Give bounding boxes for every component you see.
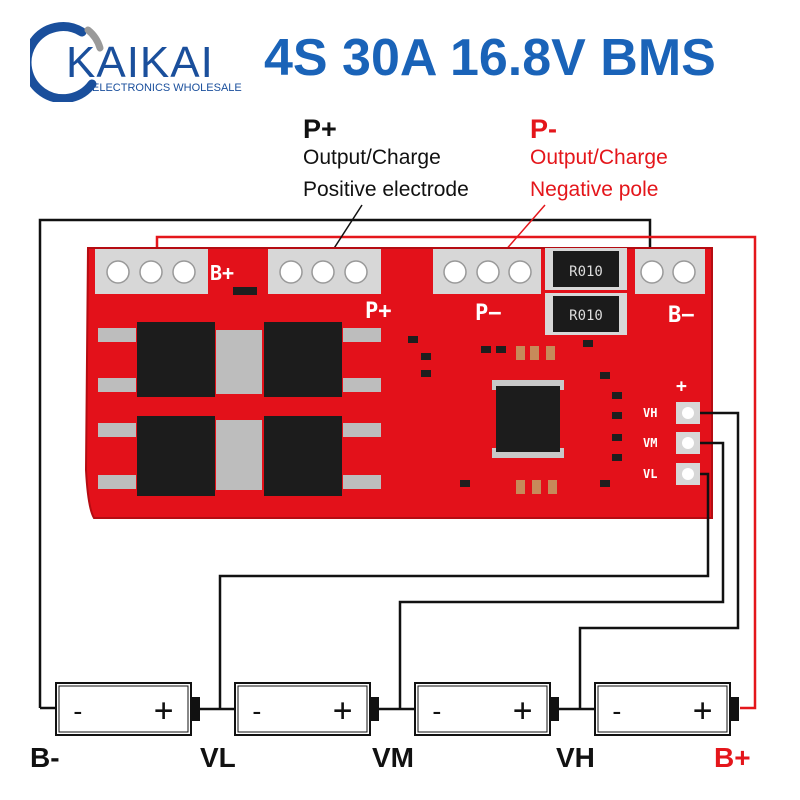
shunt-resistor-1: R010 (545, 248, 627, 290)
silk-pplus: P+ (365, 299, 392, 324)
wire-bminus (38, 218, 652, 708)
battery-plus-label: + (693, 691, 712, 729)
silk-vm: VM (643, 436, 657, 450)
batteries: -+-+-+-+ (55, 682, 739, 736)
page-title: 4S 30A 16.8V BMS (264, 29, 716, 87)
battery-minus-label: - (70, 697, 86, 727)
wire-vl (218, 472, 710, 708)
mosfets (137, 322, 342, 496)
bms-board: R010 R010 (84, 247, 713, 519)
bottom-label-bplus: B+ (714, 742, 751, 773)
battery-terminal-icon (370, 697, 379, 721)
battery-3: -+ (414, 682, 559, 736)
bottom-label-vh: VH (556, 742, 595, 773)
silk-plus: + (676, 376, 687, 397)
silk-bplus: B+ (210, 261, 234, 285)
pplus-label: P+ (303, 114, 337, 144)
bottom-label-vm: VM (372, 742, 414, 773)
battery-minus-label: - (429, 697, 445, 727)
brand-name: KAIKAI (66, 38, 214, 87)
shunt-resistor-2: R010 (545, 293, 627, 335)
battery-2: -+ (234, 682, 379, 736)
kaikai-logo-icon (30, 22, 104, 102)
silk-pminus: P− (475, 301, 502, 326)
balance-pads (676, 402, 700, 485)
controller-ic (492, 380, 564, 458)
svg-text:R010: R010 (569, 264, 603, 280)
bottom-label-vl: VL (200, 742, 236, 773)
battery-terminal-icon (191, 697, 200, 721)
battery-minus-label: - (249, 697, 265, 727)
battery-minus-label: - (609, 697, 625, 727)
pplus-line1: Output/Charge (303, 146, 441, 169)
battery-1: -+ (55, 682, 200, 736)
pminus-line1: Output/Charge (530, 146, 668, 169)
brand-subtitle: ELECTRONICS WHOLESALE (92, 82, 242, 94)
battery-terminal-icon (550, 697, 559, 721)
battery-plus-label: + (333, 691, 352, 729)
battery-plus-label: + (513, 691, 532, 729)
pplus-line2: Positive electrode (303, 178, 469, 201)
battery-4: -+ (594, 682, 739, 736)
wire-vh (578, 411, 740, 708)
pminus-label: P- (530, 114, 557, 144)
silk-vh: VH (643, 406, 657, 420)
pminus-line2: Negative pole (530, 178, 659, 201)
svg-text:R010: R010 (569, 308, 603, 324)
battery-terminal-icon (730, 697, 739, 721)
silk-bminus: B− (668, 303, 695, 328)
bottom-label-bminus: B- (30, 742, 60, 773)
smd-components (233, 287, 622, 487)
battery-plus-label: + (154, 691, 173, 729)
wire-vm (398, 441, 725, 708)
silk-vl: VL (643, 467, 657, 481)
